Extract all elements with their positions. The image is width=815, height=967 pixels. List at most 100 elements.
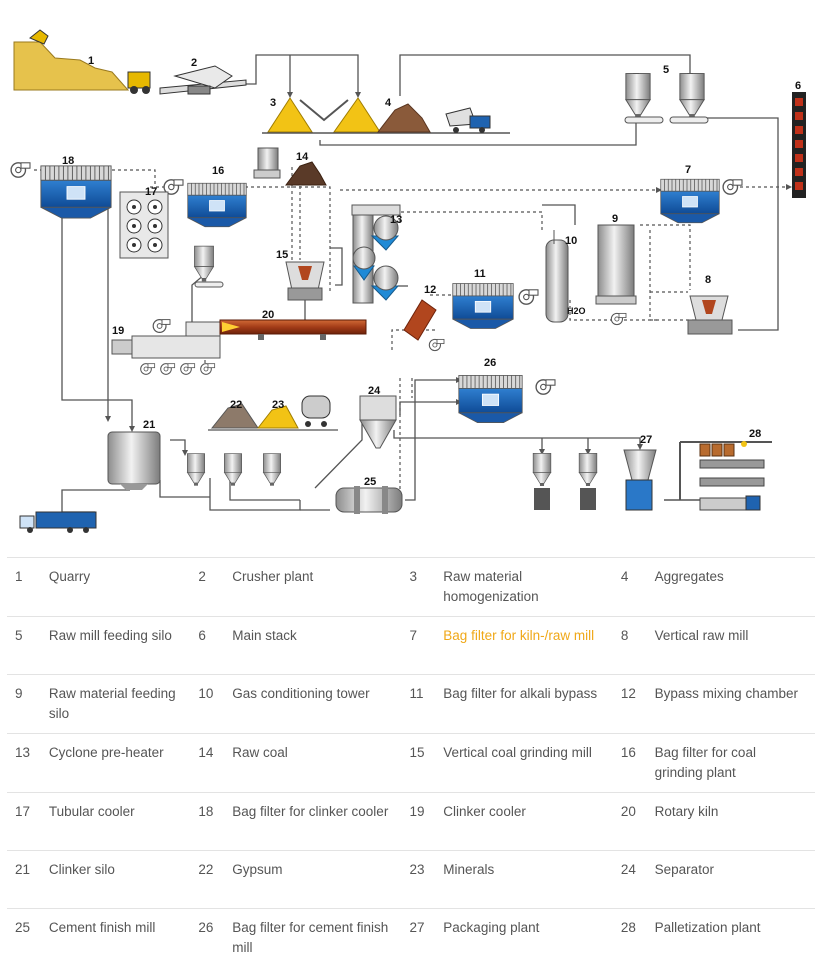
legend-number: 4 (613, 558, 647, 617)
legend-number: 5 (7, 617, 41, 675)
label-20: 20 (262, 309, 274, 321)
label-5: 5 (663, 64, 669, 76)
quarry-illustration (14, 30, 150, 94)
legend-number: 21 (7, 851, 41, 909)
cement-truck-illustration (20, 512, 96, 533)
rotary-kiln-illustration (220, 320, 366, 340)
legend-label: Aggregates (647, 558, 815, 617)
crusher-plant-illustration (160, 66, 246, 94)
legend-label: Raw material homogenization (435, 558, 613, 617)
label-8: 8 (705, 274, 711, 286)
legend-label: Rotary kiln (647, 793, 815, 851)
legend-number: 24 (613, 851, 647, 909)
legend-label: Crusher plant (224, 558, 401, 617)
legend-label: Cement finish mill (41, 909, 191, 967)
tubular-cooler-illustration (120, 192, 168, 258)
raw-coal-illustration (254, 148, 326, 185)
legend-label: Raw mill feeding silo (41, 617, 191, 675)
label-12: 12 (424, 284, 436, 296)
label-28: 28 (749, 428, 761, 440)
label-25: 25 (364, 476, 376, 488)
separator-illustration (360, 396, 396, 448)
palletization-plant-illustration (664, 441, 772, 510)
legend-number: 20 (613, 793, 647, 851)
label-15: 15 (276, 249, 288, 261)
bypass-mixing-chamber-illustration (404, 300, 444, 351)
label-2: 2 (191, 57, 197, 69)
raw-material-feeding-silo-illustration (596, 225, 636, 325)
legend-label: Clinker silo (41, 851, 191, 909)
label-17: 17 (145, 186, 157, 198)
cement-plant-process-diagram: 1 2 3 4 5 6 7 8 9 10 11 12 13 14 15 16 1… (0, 0, 815, 540)
legend-number: 18 (190, 793, 224, 851)
label-1: 1 (88, 55, 94, 67)
legend-number: 28 (613, 909, 647, 967)
legend-label: Gypsum (224, 851, 401, 909)
label-7: 7 (685, 164, 691, 176)
label-3: 3 (270, 97, 276, 109)
legend-label: Minerals (435, 851, 613, 909)
bag-filter-16-illustration (164, 180, 246, 227)
h2o-label: H2O (567, 306, 586, 316)
label-9: 9 (612, 213, 618, 225)
legend-number: 7 (401, 617, 435, 675)
legend-number: 26 (190, 909, 224, 967)
cement-finish-mill-illustration (336, 486, 402, 514)
raw-mill-feeding-silo-illustration (625, 74, 708, 123)
vertical-raw-mill-illustration (688, 296, 732, 334)
legend-label: Raw material feeding silo (41, 675, 191, 734)
legend-number: 11 (401, 675, 435, 734)
legend-label: Gas conditioning tower (224, 675, 401, 734)
legend-number: 3 (401, 558, 435, 617)
legend-label: Packaging plant (435, 909, 613, 967)
label-24: 24 (368, 385, 381, 397)
legend-number: 27 (401, 909, 435, 967)
label-27: 27 (640, 434, 652, 446)
legend-label: Bag filter for coal grinding plant (647, 734, 815, 793)
legend-number: 1 (7, 558, 41, 617)
clinker-silo-illustration (108, 432, 160, 490)
legend-number: 16 (613, 734, 647, 793)
legend-number: 14 (190, 734, 224, 793)
legend-number: 10 (190, 675, 224, 734)
clinker-cooler-illustration (112, 320, 220, 375)
legend-number: 22 (190, 851, 224, 909)
legend-label: Vertical coal grinding mill (435, 734, 613, 793)
label-6: 6 (795, 80, 801, 92)
legend-label-link[interactable]: Bag filter for kiln-/raw mill (435, 617, 613, 675)
legend-number: 17 (7, 793, 41, 851)
bag-filter-11-illustration (453, 284, 538, 329)
legend-number: 15 (401, 734, 435, 793)
legend-label: Bag filter for cement finish mill (224, 909, 401, 967)
legend-label: Raw coal (224, 734, 401, 793)
bag-filter-26-illustration (459, 375, 555, 422)
label-23: 23 (272, 399, 284, 411)
bag-filter-18-illustration (11, 163, 111, 218)
aggregates-illustration (378, 104, 490, 133)
legend-number: 19 (401, 793, 435, 851)
legend-number: 8 (613, 617, 647, 675)
legend-number: 13 (7, 734, 41, 793)
label-13: 13 (390, 214, 402, 226)
legend-label: Palletization plant (647, 909, 815, 967)
legend-number: 23 (401, 851, 435, 909)
label-11: 11 (474, 268, 486, 280)
label-22: 22 (230, 399, 242, 411)
label-10: 10 (565, 235, 577, 247)
packaging-plant-illustration (533, 450, 656, 510)
legend-number: 6 (190, 617, 224, 675)
legend-label: Separator (647, 851, 815, 909)
label-14: 14 (296, 151, 309, 163)
legend-number: 9 (7, 675, 41, 734)
label-19: 19 (112, 325, 124, 337)
minerals-illustration (258, 396, 330, 428)
legend-label: Main stack (224, 617, 401, 675)
legend-label: Bypass mixing chamber (647, 675, 815, 734)
